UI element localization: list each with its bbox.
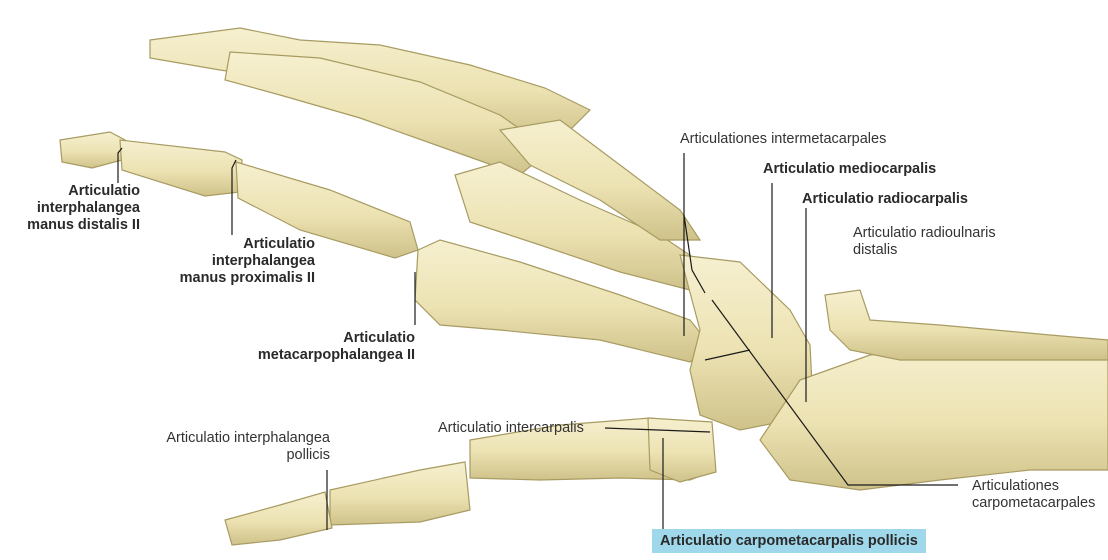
label-carpometacarpales-line1: Articulationes xyxy=(972,478,1095,495)
label-ip-pollicis-line1: Articulatio interphalangea xyxy=(140,430,330,447)
label-intermetacarpales: Articulationes intermetacarpales xyxy=(680,131,886,148)
label-ip-distalis-line1: Articulatio xyxy=(5,183,140,200)
label-ip-distalis: Articulatio interphalangea manus distali… xyxy=(5,183,140,234)
radius xyxy=(760,340,1108,490)
label-radioulnaris-line1: Articulatio radioulnaris xyxy=(853,225,996,242)
label-mcp-line1: Articulatio xyxy=(245,330,415,347)
ulna-head xyxy=(825,290,1108,360)
label-ip-proximalis-line2: interphalangea xyxy=(150,253,315,270)
label-intercarpalis: Articulatio intercarpalis xyxy=(438,420,584,437)
label-mcp-line2: metacarpophalangea II xyxy=(245,347,415,364)
label-ip-proximalis: Articulatio interphalangea manus proxima… xyxy=(150,236,315,287)
label-ip-proximalis-line1: Articulatio xyxy=(150,236,315,253)
label-radioulnaris-line2: distalis xyxy=(853,242,996,259)
index-distal-phalanx xyxy=(60,132,125,168)
label-mediocarpalis: Articulatio mediocarpalis xyxy=(763,161,936,178)
label-carpometacarpales: Articulationes carpometacarpales xyxy=(972,478,1095,512)
label-ip-pollicis-line2: pollicis xyxy=(140,447,330,464)
label-radioulnaris: Articulatio radioulnaris distalis xyxy=(853,225,996,259)
label-radiocarpalis: Articulatio radiocarpalis xyxy=(802,191,968,208)
label-ip-pollicis: Articulatio interphalangea pollicis xyxy=(140,430,330,464)
label-ip-proximalis-line3: manus proximalis II xyxy=(150,270,315,287)
label-ip-distalis-line3: manus distalis II xyxy=(5,217,140,234)
label-mcp: Articulatio metacarpophalangea II xyxy=(245,330,415,364)
trapezium xyxy=(648,418,716,482)
label-cmc-pollicis-highlighted: Articulatio carpometacarpalis pollicis xyxy=(652,529,926,553)
label-carpometacarpales-line2: carpometacarpales xyxy=(972,495,1095,512)
label-ip-distalis-line2: interphalangea xyxy=(5,200,140,217)
thumb-proximal-phalanx xyxy=(330,462,470,525)
thumb-distal-phalanx xyxy=(225,492,332,545)
